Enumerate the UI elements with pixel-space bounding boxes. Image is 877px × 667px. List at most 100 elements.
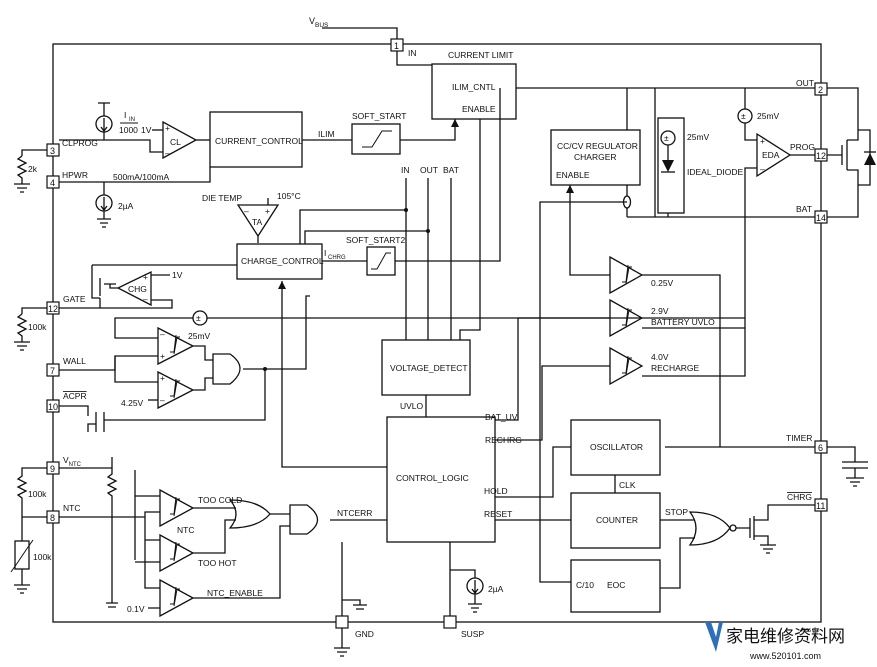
svg-text:CHARGE_CONTROL: CHARGE_CONTROL [241,256,324,266]
svg-text:CHG: CHG [128,284,147,294]
svg-text:1V: 1V [172,270,183,280]
svg-text:12: 12 [816,151,826,161]
voltage-detect-block [381,339,471,396]
svg-text:RECHRG: RECHRG [485,435,522,445]
pin-2 [814,82,828,96]
svg-text:CONTROL_LOGIC: CONTROL_LOGIC [396,473,469,483]
svg-text:–: – [160,395,165,405]
svg-text:2.9V: 2.9V [651,306,669,316]
svg-text:+: + [143,272,148,282]
svg-text:100k: 100k [28,489,47,499]
svg-text:CL: CL [170,137,181,147]
pin-4-label: HPWR [62,170,88,180]
gnd-label: GND [355,629,374,639]
svg-text:ENABLE: ENABLE [462,104,496,114]
cc-cv-regulator-block [550,129,641,186]
svg-text:25mV: 25mV [188,331,211,341]
susp-label: SUSP [461,629,484,639]
svg-text:BAT: BAT [443,165,459,175]
svg-text:VOLTAGE_DETECT: VOLTAGE_DETECT [390,363,468,373]
current-control-block [209,111,303,168]
svg-text:I: I [124,110,126,120]
svg-text:OUT: OUT [420,165,438,175]
svg-text:1V: 1V [141,125,152,135]
svg-text:NTC: NTC [177,525,194,535]
svg-text:±: ± [196,313,201,323]
watermark-logo: 家电维修资料网 www.520101.com [705,622,845,661]
svg-text:TA: TA [252,217,263,227]
svg-text:NTCERR: NTCERR [337,508,372,518]
ic-outline [52,43,822,623]
svg-text:–: – [244,206,249,216]
svg-text:0.1V: 0.1V [127,604,145,614]
svg-text:4085 BD: 4085 BD [800,628,820,634]
svg-text:DIE TEMP: DIE TEMP [202,193,242,203]
svg-text:–: – [165,148,170,158]
pin-14-label: BAT [796,204,812,214]
svg-text:UVLO: UVLO [400,401,424,411]
svg-text:CURRENT_CONTROL: CURRENT_CONTROL [215,136,303,146]
svg-text:3: 3 [50,146,55,156]
svg-text:±: ± [741,111,746,121]
svg-text:ILIM: ILIM [318,129,335,139]
svg-text:EOC: EOC [607,580,625,590]
svg-text:4.25V: 4.25V [121,398,144,408]
pin-9-label: VNTC [63,455,82,468]
pin-2-label: OUT [796,78,814,88]
svg-text:100k: 100k [33,552,52,562]
svg-text:STOP: STOP [665,507,688,517]
svg-text:C/10: C/10 [576,580,594,590]
pin-14 [814,210,828,224]
svg-text:IDEAL_DIODE: IDEAL_DIODE [687,167,744,177]
svg-text:4.0V: 4.0V [651,352,669,362]
svg-text:IN: IN [401,165,410,175]
svg-text:+: + [265,206,270,216]
svg-text:COUNTER: COUNTER [596,515,638,525]
ilim-cntl-block [431,63,517,120]
pin-7-label: WALL [63,356,86,366]
svg-text:105°C: 105°C [277,191,301,201]
svg-text:NTC_ENABLE: NTC_ENABLE [207,588,263,598]
svg-text:HOLD: HOLD [484,486,508,496]
ntc-thermistor [14,540,30,570]
vbus-label: VBUS [309,16,329,29]
svg-text:–: – [760,164,765,174]
svg-text:OSCILLATOR: OSCILLATOR [590,442,643,452]
svg-text:4: 4 [50,178,55,188]
svg-text:12: 12 [48,304,58,314]
svg-text:2k: 2k [28,164,38,174]
svg-text:6: 6 [818,443,823,453]
svg-text:0.25V: 0.25V [651,278,674,288]
c10-block [570,559,661,613]
svg-text:100k: 100k [28,322,47,332]
counter-block [570,492,661,549]
svg-text:8: 8 [50,513,55,523]
svg-text:2µA: 2µA [118,201,134,211]
current-limit-title: CURRENT LIMIT [448,50,514,60]
svg-text:CHARGER: CHARGER [574,152,617,162]
svg-text:+: + [160,351,165,361]
svg-text:2µA: 2µA [488,584,504,594]
gnd-pad [335,615,349,629]
svg-text:IN: IN [129,117,135,123]
svg-text:7: 7 [50,366,55,376]
svg-text:±: ± [664,133,669,143]
susp-pad [443,615,457,629]
svg-text:CHRG: CHRG [328,255,346,261]
pin-1-label: IN [408,48,417,58]
svg-text:25mV: 25mV [687,132,710,142]
svg-text:+: + [165,123,170,133]
control-logic-block [386,416,496,543]
svg-text:BATTERY UVLO: BATTERY UVLO [651,317,715,327]
svg-text:家电维修资料网: 家电维修资料网 [726,627,845,646]
svg-text:www.520101.com: www.520101.com [749,651,821,661]
svg-text:14: 14 [816,213,826,223]
pin-11 [814,498,828,512]
svg-text:ENABLE: ENABLE [556,170,590,180]
svg-text:I: I [324,248,326,258]
svg-text:2: 2 [818,85,823,95]
svg-text:25mV: 25mV [757,111,780,121]
svg-text:9: 9 [50,464,55,474]
svg-text:+: + [760,136,765,146]
svg-text:SOFT_START2: SOFT_START2 [346,235,405,245]
